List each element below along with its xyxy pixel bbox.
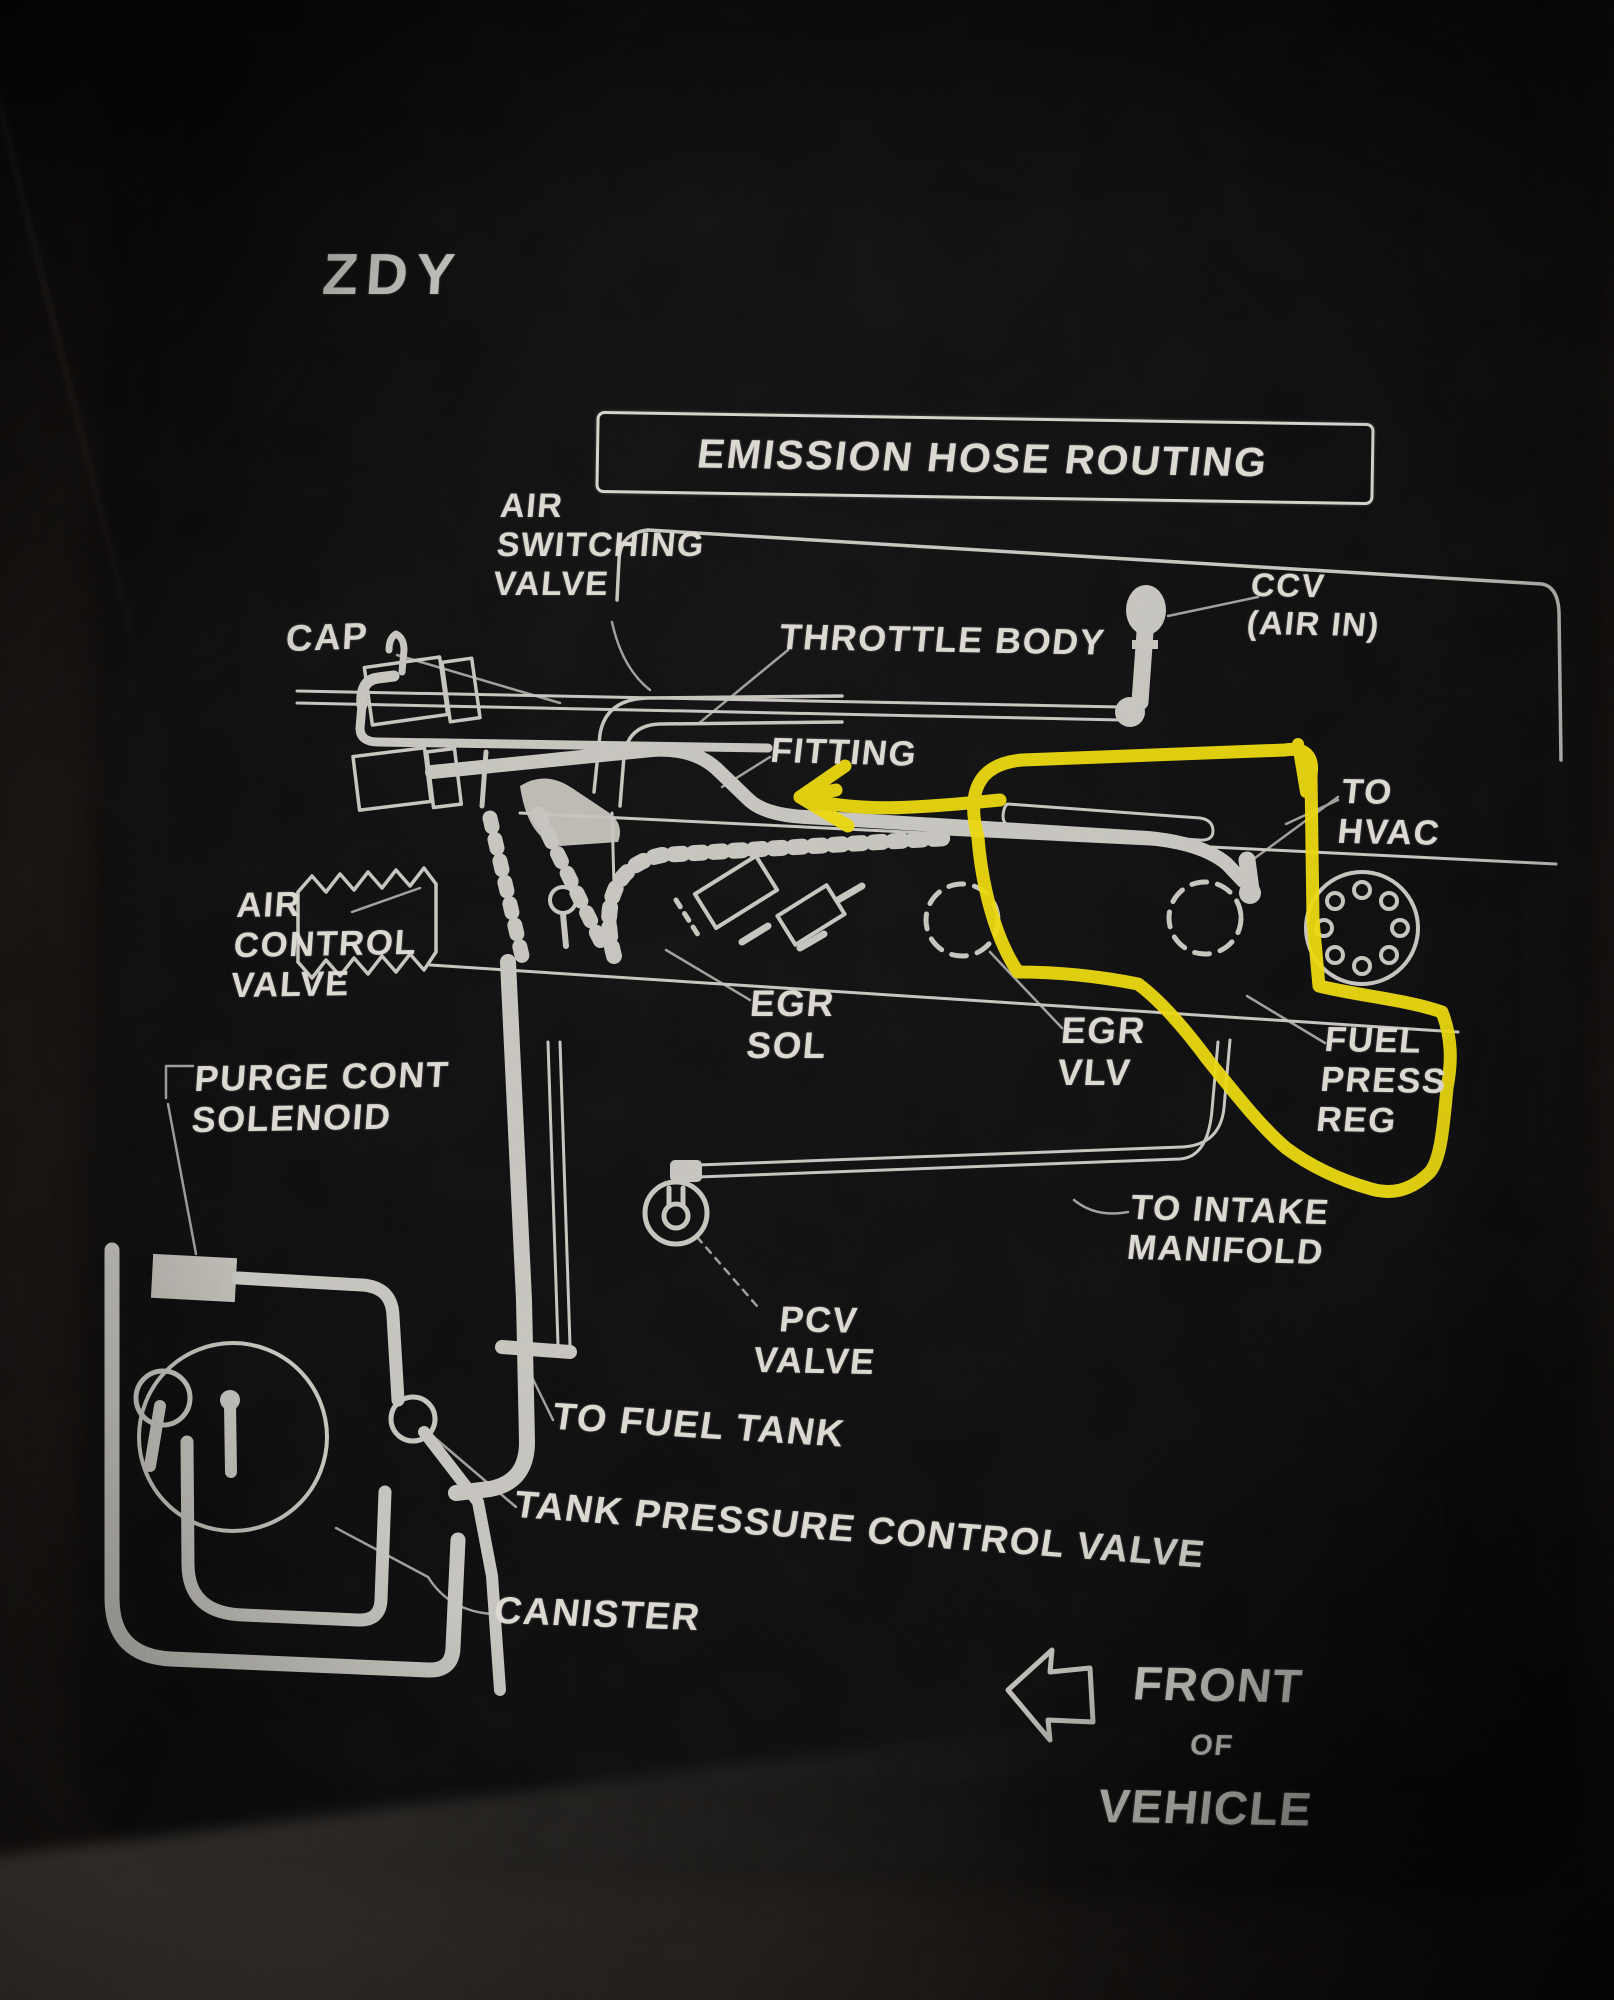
label-fuel-press-reg: FUEL PRESS REG [1314,1020,1449,1140]
label-air-control-valve: AIR CONTROL VALVE [229,884,419,1005]
label-pcv-valve: PCV VALVE [751,1298,878,1383]
label-throttle-body: THROTTLE BODY [777,616,1108,663]
label-to-hvac: TO HVAC [1335,772,1443,853]
diagram-title: EMISSION HOSE ROUTING [694,430,1271,486]
label-air-switching-valve: AIR SWITCHING VALVE [491,487,707,603]
label-cap: CAP [284,615,370,660]
label-purge-cont-solenoid: PURGE CONT SOLENOID [190,1053,451,1141]
title-box: EMISSION HOSE ROUTING [595,410,1375,506]
label-egr-vlv: EGR VLV [1055,1010,1148,1094]
label-code: ZDY [320,242,465,307]
label-fitting: FITTING [768,731,920,774]
front-line: FRONT [1130,1656,1306,1713]
label-egr-sol: EGR SOL [744,983,837,1067]
label-ccv-air-in: CCV (AIR IN) [1245,566,1383,643]
label-canister: CANISTER [491,1590,704,1640]
label-to-intake-manifold: TO INTAKE MANIFOLD [1125,1188,1332,1272]
